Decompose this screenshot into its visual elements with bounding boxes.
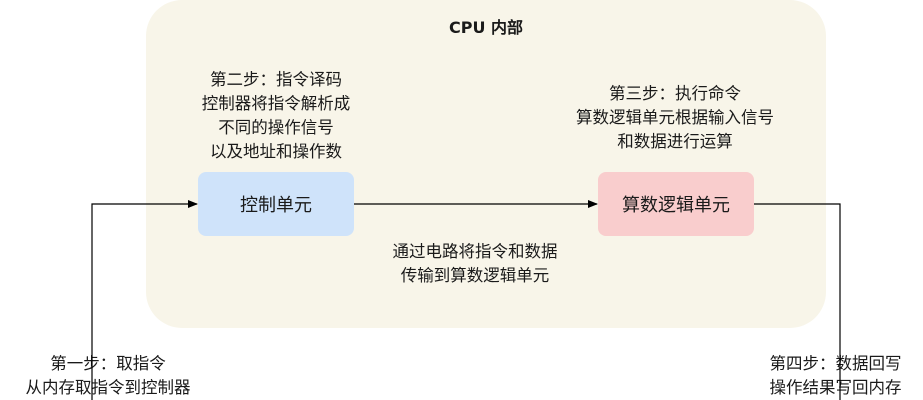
note-line: 从内存取指令到控制器 <box>25 378 191 397</box>
note-step1-fetch: 第一步：取指令 从内存取指令到控制器 <box>0 352 216 400</box>
writeback-line <box>754 203 841 400</box>
note-line: 操作结果写回内存 <box>769 378 902 397</box>
note-bus-transfer: 通过电路将指令和数据 传输到算数逻辑单元 <box>352 240 598 288</box>
control-unit-label: 控制单元 <box>240 195 312 216</box>
cpu-title: CPU 内部 <box>448 18 524 37</box>
note-line: 第四步：数据回写 <box>769 354 902 373</box>
note-line: 第三步：执行命令 <box>609 84 741 103</box>
note-line: 和数据进行运算 <box>617 132 733 151</box>
fetch-arrow <box>91 200 198 400</box>
alu-node[interactable]: 算数逻辑单元 <box>598 172 754 236</box>
note-line: 控制器将指令解析成 <box>201 94 351 113</box>
note-step4-writeback: 第四步：数据回写 操作结果写回内存 <box>748 352 923 400</box>
note-line: 以及地址和操作数 <box>210 142 342 161</box>
note-line: 不同的操作信号 <box>218 118 334 137</box>
note-line: 第二步：指令译码 <box>210 70 342 89</box>
cpu-region <box>146 0 826 328</box>
note-step3-execute: 第三步：执行命令 算数逻辑单元根据输入信号 和数据进行运算 <box>530 82 820 154</box>
control-unit-node[interactable]: 控制单元 <box>198 172 354 236</box>
note-line: 第一步：取指令 <box>50 354 166 373</box>
note-line: 传输到算数逻辑单元 <box>400 266 550 285</box>
note-step2-decode: 第二步：指令译码 控制器将指令解析成 不同的操作信号 以及地址和操作数 <box>160 68 392 164</box>
note-line: 算数逻辑单元根据输入信号 <box>576 108 774 127</box>
alu-label: 算数逻辑单元 <box>622 195 730 216</box>
note-line: 通过电路将指令和数据 <box>392 242 558 261</box>
